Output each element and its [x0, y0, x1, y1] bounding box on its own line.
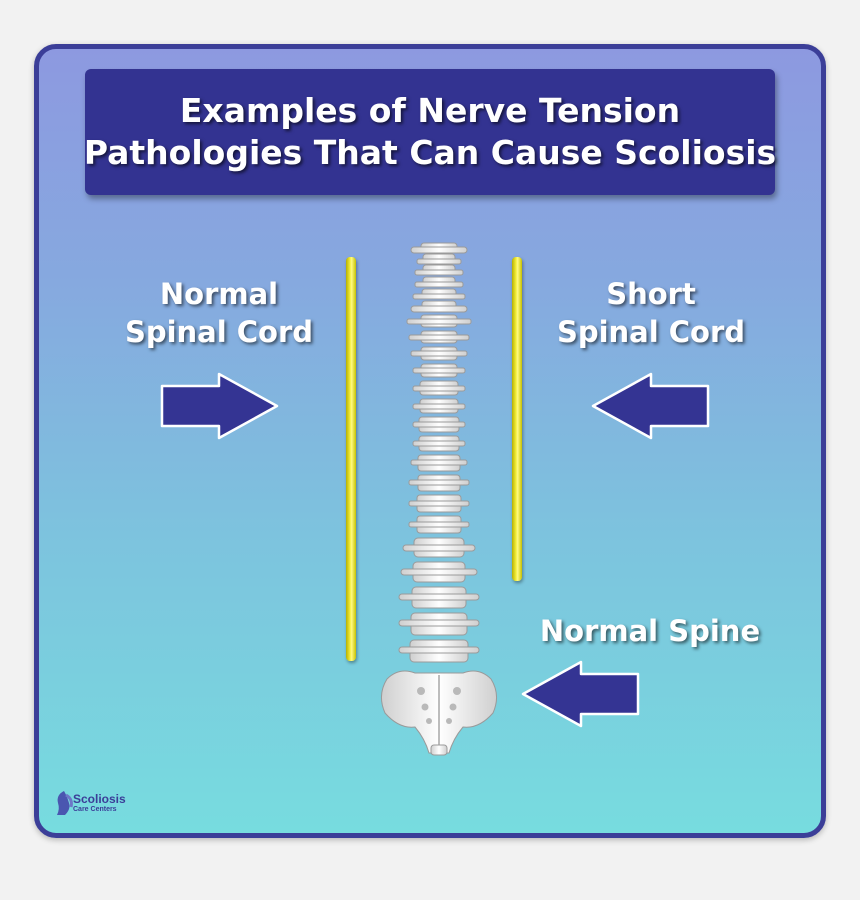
arrow-right-icon: [160, 372, 279, 440]
normal-spinal-cord-bar: [346, 257, 356, 661]
short-cord-label-line-2: Spinal Cord: [556, 315, 746, 349]
diagram-card: Examples of Nerve Tension Pathologies Th…: [34, 44, 826, 838]
arrow-left-spine-icon: [521, 660, 640, 728]
normal-spine-label: Normal Spine: [535, 612, 765, 650]
spine-illustration: [381, 242, 497, 756]
normal-cord-label-line-1: Normal: [159, 277, 279, 311]
normal-cord-label-line-2: Spinal Cord: [124, 315, 314, 349]
normal-spinal-cord-label: Normal Spinal Cord: [119, 275, 319, 351]
title-line-1: Examples of Nerve Tension: [179, 91, 681, 130]
short-spinal-cord-label: Short Spinal Cord: [551, 275, 751, 351]
title-line-2: Pathologies That Can Cause Scoliosis: [83, 133, 777, 172]
spine-logo-icon: [57, 791, 73, 815]
arrow-left-icon: [591, 372, 710, 440]
short-spinal-cord-bar: [512, 257, 522, 581]
short-cord-label-line-1: Short: [606, 277, 696, 311]
title-banner: Examples of Nerve Tension Pathologies Th…: [83, 69, 777, 195]
logo-subtitle: Care Centers: [73, 806, 117, 813]
logo-name: Scoliosis: [73, 792, 126, 806]
normal-spine-label-text: Normal Spine: [539, 614, 761, 648]
